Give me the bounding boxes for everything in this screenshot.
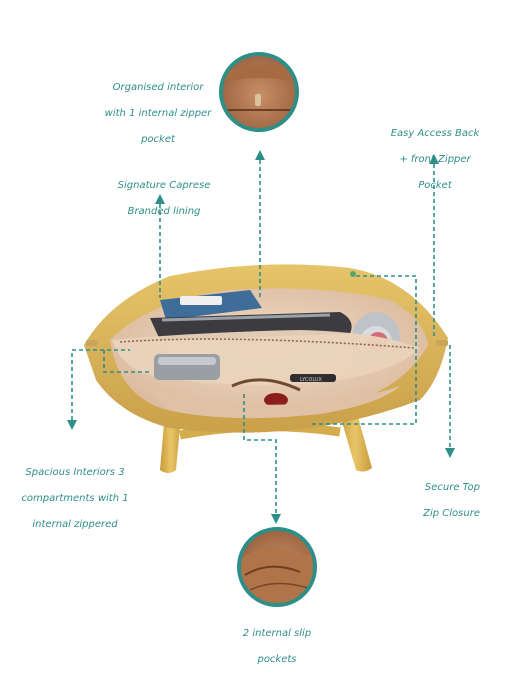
arrow-down-spacious bbox=[67, 420, 77, 430]
callout-line-3: Pocket bbox=[418, 180, 452, 191]
callout-line-1: Secure Top bbox=[424, 482, 480, 493]
line-spacious-interiors bbox=[71, 349, 130, 420]
callout-line-2: Zip Closure bbox=[423, 508, 480, 519]
callout-line-2: + front Zipper bbox=[399, 154, 471, 165]
arrow-up-organised bbox=[255, 150, 265, 160]
callout-line-2: pockets bbox=[257, 654, 297, 665]
callout-slip-pockets: 2 internal slip pockets bbox=[232, 614, 322, 679]
arrow-down-closure bbox=[445, 448, 455, 458]
callout-line-2: compartments with 1 bbox=[21, 493, 129, 504]
callout-line-3: internal zippered bbox=[32, 519, 118, 530]
callout-line-2: Branded lining bbox=[127, 206, 201, 217]
bracket-zippered bbox=[103, 350, 150, 373]
callout-line-1: 2 internal slip bbox=[242, 628, 312, 639]
callout-line-1: Easy Access Back bbox=[390, 128, 480, 139]
arrow-down-slip bbox=[271, 514, 281, 524]
arrow-up-lining bbox=[155, 194, 165, 204]
bottle-label: LYCOLUX bbox=[300, 377, 323, 383]
callout-line-3: pocket bbox=[141, 134, 175, 145]
callout-line-2: with 1 internal zipper bbox=[104, 108, 212, 119]
arrow-up-easy-access bbox=[429, 154, 439, 164]
callout-easy-access-pocket: Easy Access Back + front Zipper Pocket bbox=[389, 114, 481, 205]
line-slip-pockets bbox=[243, 394, 277, 514]
callout-lines bbox=[71, 160, 451, 514]
callout-spacious-interiors: Spacious Interiors 3 compartments with 1… bbox=[20, 453, 130, 544]
callout-secure-closure: Secure Top Zip Closure bbox=[400, 468, 480, 533]
callout-line-1: Signature Caprese bbox=[117, 180, 211, 191]
zoom-circle-slip-pockets bbox=[237, 527, 317, 607]
tote-bag-open-illustration: LYCOLUX bbox=[84, 264, 448, 473]
callout-line-1: Organised interior bbox=[112, 82, 204, 93]
callout-organised-interior: Organised interior with 1 internal zippe… bbox=[103, 68, 213, 159]
callout-signature-lining: Signature Caprese Branded lining bbox=[114, 166, 214, 231]
zoom-circle-zipper-pocket bbox=[219, 52, 299, 132]
bracket-compartment bbox=[310, 275, 417, 425]
callout-arrowheads bbox=[67, 150, 455, 524]
callout-line-1: Spacious Interiors 3 bbox=[25, 467, 125, 478]
